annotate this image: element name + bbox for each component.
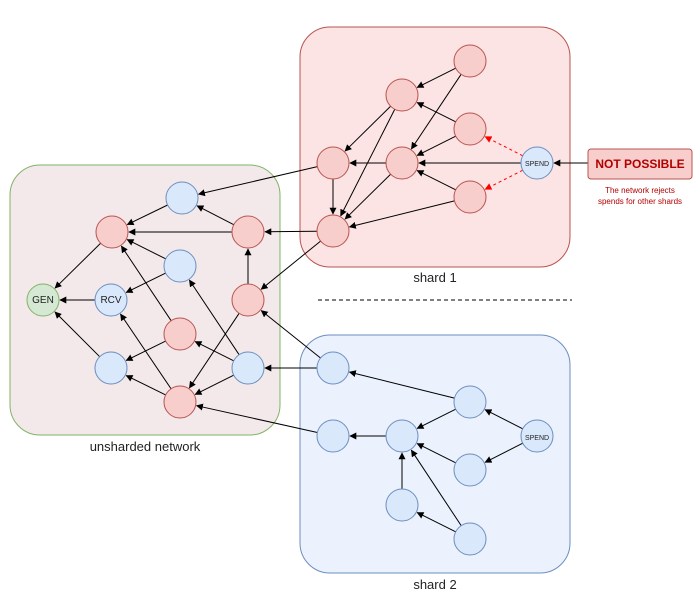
edge-s2_b-to-s2_d	[416, 408, 456, 429]
edge-u_b3-to-gen	[54, 311, 101, 358]
node-u-r2	[231, 215, 265, 249]
edge-u_r1-to-gen	[54, 242, 101, 289]
edge-spend2-to-s2_b	[484, 409, 523, 430]
edge-s2_e-to-s2_d	[416, 443, 456, 464]
edge-s1_c-to-s1_e	[416, 135, 456, 156]
edge-s1_g-to-u_r3	[260, 240, 321, 290]
node-u-b1	[165, 181, 199, 215]
rejected-edge-spend1-to-s1_f	[484, 169, 523, 190]
node-spend2	[520, 419, 554, 453]
edge-u_b4-to-u_r4	[194, 341, 234, 362]
rejection-note-line-1: The network rejects	[605, 186, 675, 195]
edge-u_r4-to-u_r1	[121, 245, 172, 321]
node-s1-c	[453, 112, 487, 146]
spend-node-label-shard2: SPEND	[525, 435, 549, 442]
node-u-r3	[231, 283, 265, 317]
node-rcv	[94, 283, 128, 317]
rejected-edge-spend1-to-s1_c	[484, 136, 523, 157]
shard-2-region	[299, 334, 571, 574]
edge-s1_f-to-s1_g	[348, 200, 455, 229]
node-gen	[26, 283, 60, 317]
node-s2-b	[453, 385, 487, 419]
node-u-b2	[163, 249, 197, 283]
edge-u_b1-to-u_r1	[126, 204, 168, 226]
edge-spend2-to-s2_e	[484, 442, 523, 463]
edge-s2_c-to-u_r5	[195, 403, 318, 434]
edge-u_b2-to-u_r1	[126, 239, 166, 260]
node-u-r5	[163, 385, 197, 419]
not-possible-box	[587, 148, 693, 180]
node-u-b3	[94, 351, 128, 385]
node-s1-b	[385, 78, 419, 112]
edge-s1_b-to-s1_d	[344, 105, 391, 152]
node-s2-f	[385, 488, 419, 522]
node-s1-d	[316, 146, 350, 180]
edge-s1_e-to-s1_g	[344, 173, 391, 220]
node-u-r1	[95, 215, 129, 249]
edge-s2_a-to-u_r3	[260, 310, 321, 359]
edges-layer	[54, 67, 588, 533]
node-s2-g	[453, 522, 487, 556]
rejection-note-line-2: spends for other shards	[598, 197, 682, 206]
edge-u_b4-to-u_r5	[194, 374, 234, 395]
edge-u_b4-to-u_b2	[189, 279, 240, 355]
edge-s1_c-to-s1_b	[416, 102, 456, 123]
edge-s1_f-to-s1_e	[416, 170, 456, 191]
node-u-b4	[231, 351, 265, 385]
shard-2-label: shard 2	[413, 577, 456, 592]
node-spend1	[520, 146, 554, 180]
edge-s1_a-to-s1_b	[416, 67, 456, 88]
edge-s2_g-to-s2_d	[410, 449, 462, 526]
nodes-layer	[26, 44, 554, 556]
edge-s1_g-to-u_r2	[264, 228, 318, 236]
node-u-r4	[163, 317, 197, 351]
gen-node-label: GEN	[32, 295, 54, 306]
edge-s2_g-to-s2_f	[416, 512, 456, 533]
node-s2-e	[453, 453, 487, 487]
node-s1-e	[385, 146, 419, 180]
edge-u_r2-to-u_b1	[196, 205, 235, 226]
edge-s1_d-to-u_b1	[197, 166, 318, 197]
node-s1-a	[453, 44, 487, 78]
not-possible-text: NOT POSSIBLE	[595, 157, 684, 171]
edge-s2_b-to-s2_a	[348, 370, 455, 399]
rcv-node-label: RCV	[100, 295, 121, 306]
node-s1-g	[316, 214, 350, 248]
spend-node-label-shard1: SPEND	[525, 161, 549, 168]
node-s2-a	[316, 351, 350, 385]
edge-u_r5-to-u_b3	[125, 375, 166, 396]
node-s1-f	[453, 180, 487, 214]
shard-1-label: shard 1	[413, 270, 456, 285]
edge-u_r5-to-rcv	[120, 313, 172, 390]
unsharded-network-label: unsharded network	[90, 439, 201, 454]
node-s2-d	[385, 419, 419, 453]
node-s2-c	[316, 419, 350, 453]
